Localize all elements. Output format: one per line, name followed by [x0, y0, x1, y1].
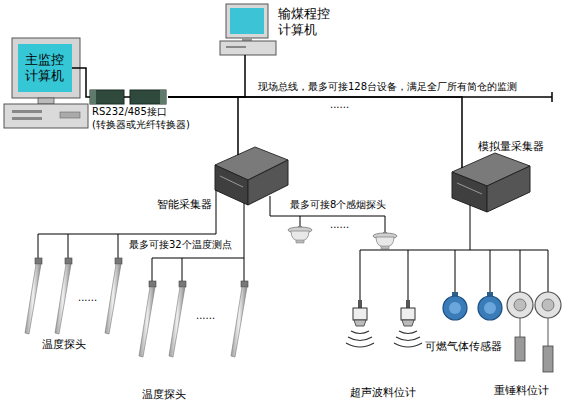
converter-box: RS232/485接口(转换器或光纤转换器) — [88, 88, 190, 131]
hammer-level-meter-part — [535, 292, 561, 337]
temperature-probe-part — [139, 281, 156, 357]
capacity-note: 最多可接32个温度测点 — [128, 239, 233, 251]
bus-connector — [168, 55, 245, 97]
device-label: 温度探头 — [42, 338, 86, 351]
gas-sensor-part — [478, 292, 502, 320]
node-text: 主监控 计算机 — [24, 52, 67, 85]
smart-collector-device — [215, 147, 288, 205]
ellipsis: ...... — [196, 310, 215, 322]
device-label: 可燃气体传感器 — [425, 340, 502, 353]
bus-connector-line — [72, 68, 90, 97]
bus-connector-line — [168, 97, 462, 168]
temperature-probe-part — [169, 281, 186, 357]
hammer-level-meter-part — [515, 337, 525, 361]
gas-sensor-part — [443, 292, 467, 320]
ultrasonic-level-meter-part — [394, 300, 422, 347]
smoke-detector-part — [373, 232, 397, 249]
smart-collector-device-part — [215, 165, 248, 205]
temperature-probe-part — [55, 258, 72, 334]
analog-wire — [360, 205, 548, 300]
converter-icon-part — [90, 90, 96, 104]
bus-connector — [168, 97, 462, 168]
analog-collector-device-part — [487, 166, 530, 212]
analog-wire-part — [360, 205, 548, 300]
device-label: 温度探头 — [142, 388, 186, 401]
converter-icon-part — [130, 90, 166, 104]
temperature-probe-part — [231, 281, 248, 357]
analog-collector-device — [452, 153, 530, 212]
temperature-probe-part — [105, 258, 122, 334]
smoke-detector-part — [288, 226, 312, 243]
converter-icon-part — [160, 90, 166, 104]
hammer-level-meter — [507, 292, 561, 372]
main-computer-icon-part — [60, 112, 80, 118]
temperature-probe-part — [25, 258, 42, 334]
main-computer-icon-part — [12, 38, 80, 98]
device-label: 超声波料位计 — [350, 386, 416, 399]
bus-connector-line — [168, 55, 245, 97]
coal-computer-icon-part — [220, 41, 276, 55]
converter-icon-part — [90, 90, 124, 104]
node-text: 输煤程控 计算机 — [278, 6, 334, 39]
monitor-screen: 主监控 计算机 — [18, 44, 72, 92]
coal-computer-icon-part — [230, 8, 264, 34]
computer-label: 输煤程控 计算机 — [222, 4, 334, 39]
ultrasonic-level-meter — [346, 300, 422, 347]
smart-collector-device-part — [248, 160, 288, 205]
converter-icon — [90, 90, 166, 104]
bus-note: 现场总线，最多可接128台设备，满足全厂所有简仓的监测 — [258, 81, 517, 93]
collector-box: 模拟量采集器 — [450, 138, 550, 216]
bus-connector — [72, 68, 90, 97]
gas-sensor — [443, 292, 502, 320]
node-text: (转换器或光纤转换器) — [92, 119, 190, 132]
coal-computer-icon-part — [226, 4, 268, 38]
analog-collector-device-part — [457, 183, 482, 194]
ellipsis: ...... — [330, 219, 349, 231]
smart-collector-device-part — [220, 176, 243, 187]
capacity-note: 最多可接8个感烟探头 — [290, 199, 386, 211]
converter-icon-part — [124, 96, 130, 98]
main-computer-icon-part — [38, 98, 54, 104]
main-computer-icon-part — [12, 117, 42, 120]
ellipsis: ...... — [330, 99, 349, 111]
hammer-level-meter-part — [507, 292, 533, 337]
temperature-probe — [25, 258, 248, 357]
node-text: RS232/485接口 — [92, 106, 190, 119]
node-text: 模拟量采集器 — [478, 140, 550, 154]
main-computer-icon-part — [4, 104, 88, 128]
hammer-level-meter-part — [543, 346, 553, 372]
collector-box: 智能采集器 — [157, 142, 290, 216]
coal-computer-icon-part — [226, 46, 246, 48]
hammer-level-meter-part — [548, 337, 549, 346]
main-computer-icon-part — [12, 110, 42, 113]
ultrasonic-level-meter-part — [346, 300, 374, 347]
node-text: 智能采集器 — [157, 198, 290, 212]
field-bus-line-part — [551, 92, 553, 102]
coal-computer-icon — [220, 4, 276, 55]
device-label: 重锤料位计 — [494, 384, 549, 397]
ellipsis: ...... — [78, 292, 97, 304]
main-computer-icon — [4, 38, 88, 128]
